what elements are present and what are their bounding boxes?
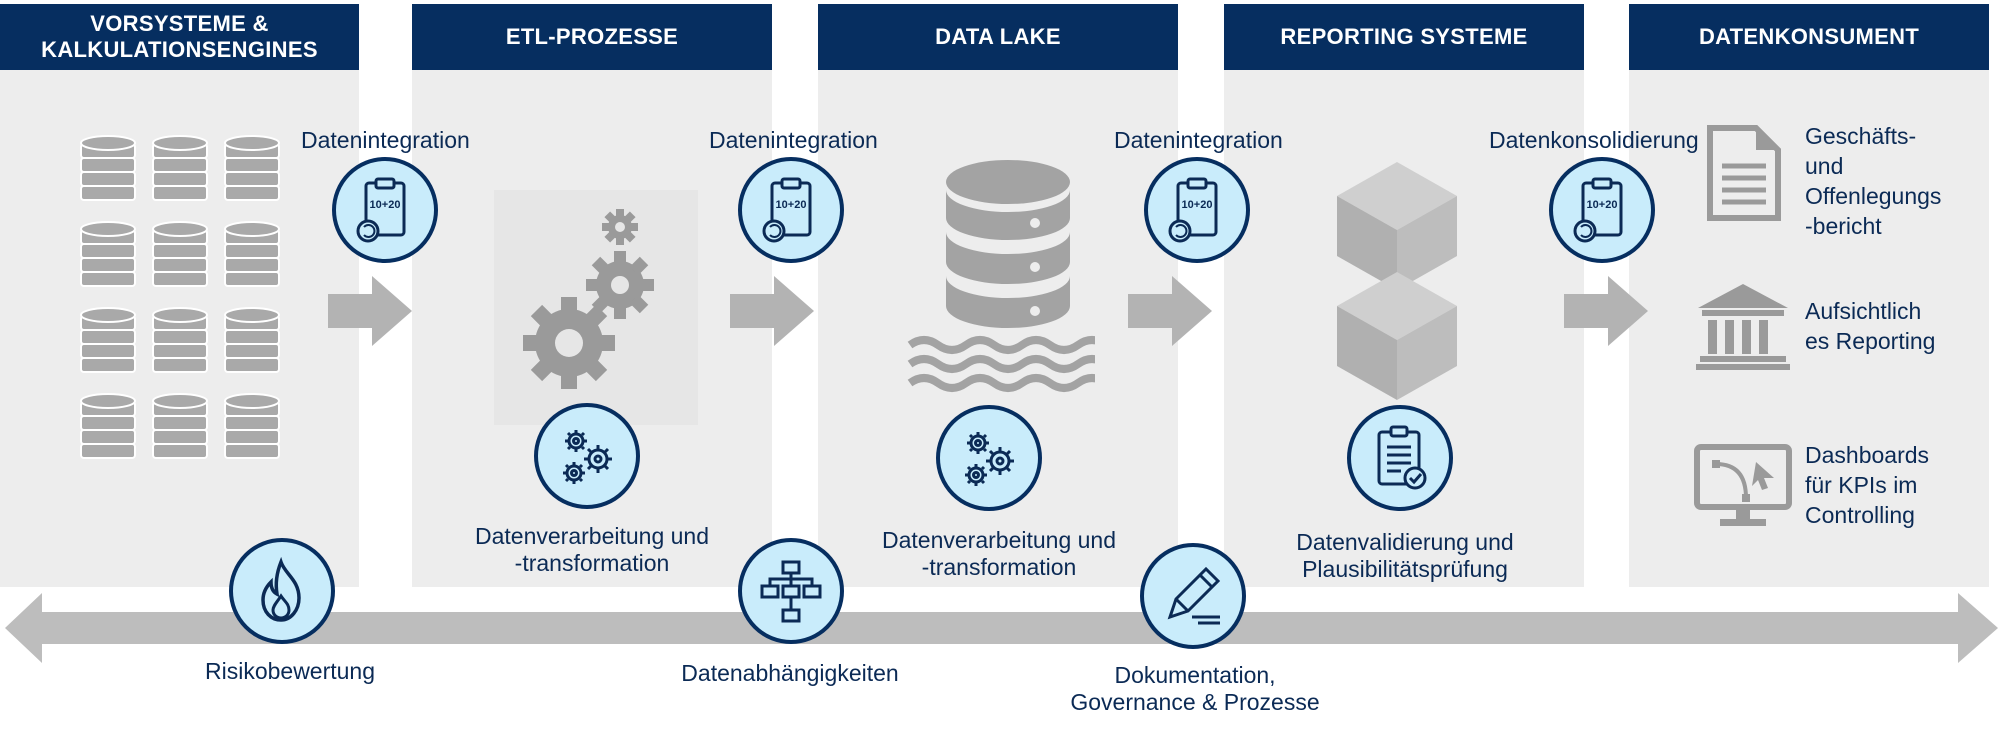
stage-header-reporting: REPORTING SYSTEME <box>1224 4 1584 70</box>
flow-arrow-2 <box>730 276 814 346</box>
consumer-line: Offenlegungs <box>1805 183 1942 209</box>
stage-header-datalake: DATA LAKE <box>818 4 1178 70</box>
risk-label: Risikobewertung <box>204 658 376 684</box>
clipboard-calculation-icon: 10+20 <box>1168 177 1218 243</box>
integration-circle-1: 10+20 <box>332 157 438 263</box>
gears-icon <box>523 209 654 389</box>
consumer-label-dashboards: Dashboards für KPIs im Controlling <box>1805 440 1975 530</box>
consumer-label-regulatory: Aufsichtlich es Reporting <box>1805 296 1975 356</box>
stage-header-source: VORSYSTEME & KALKULATIONSENGINES <box>0 4 359 70</box>
consumer-line: -bericht <box>1805 213 1882 239</box>
dependencies-circle <box>738 538 844 644</box>
consumer-line: es Reporting <box>1805 328 1936 354</box>
documentation-line2: Governance & Prozesse <box>1070 689 1320 715</box>
consumer-label-report: Geschäfts- und Offenlegungs -bericht <box>1805 121 1975 241</box>
integration-circle-2: 10+20 <box>738 157 844 263</box>
documentation-circle <box>1140 543 1246 649</box>
stage-panel-consumer <box>1629 70 1989 587</box>
icon-text: 10+20 <box>1587 199 1618 211</box>
consumer-line: für KPIs im <box>1805 472 1918 498</box>
processing-label-line2: -transformation <box>514 550 670 576</box>
cogs-icon <box>965 432 1014 486</box>
processing-circle-datalake <box>936 405 1042 511</box>
clipboard-check-icon <box>1377 425 1427 490</box>
stage-header-etl: ETL-PROZESSE <box>412 4 772 70</box>
icon-text: 10+20 <box>370 199 401 211</box>
timeline-double-arrow <box>5 593 1998 663</box>
processing-label-line2: -transformation <box>921 554 1077 580</box>
consumer-line: Aufsichtlich <box>1805 298 1922 324</box>
bank-icon <box>1696 284 1790 370</box>
processing-label-datalake: Datenverarbeitung und -transformation <box>834 527 1164 581</box>
org-chart-icon <box>760 560 822 623</box>
monitor-chart-icon <box>1694 444 1792 526</box>
data-lake-icon <box>907 160 1095 392</box>
processing-circle-etl <box>534 403 640 509</box>
processing-label-line1: Datenvalidierung und <box>1296 529 1514 555</box>
document-icon <box>1707 125 1781 221</box>
documentation-line1: Dokumentation, <box>1114 662 1276 688</box>
pencil-icon <box>1167 566 1221 625</box>
stage-title-line1: VORSYSTEME & <box>90 11 269 36</box>
clipboard-calculation-icon: 10+20 <box>356 177 406 243</box>
processing-label-line1: Datenverarbeitung und <box>475 523 709 549</box>
processing-label-line2: Plausibilitätsprüfung <box>1302 556 1508 582</box>
dependencies-label: Datenabhängigkeiten <box>681 660 899 686</box>
clipboard-calculation-icon: 10+20 <box>1573 177 1623 243</box>
flow-label-integration-2: Datenintegration <box>709 127 878 153</box>
processing-label-reporting: Datenvalidierung und Plausibilitätsprüfu… <box>1240 529 1570 583</box>
cubes-icon <box>1337 162 1457 400</box>
flame-icon <box>261 556 301 622</box>
documentation-label: Dokumentation, Governance & Prozesse <box>1030 662 1360 716</box>
consumer-line: Geschäfts- <box>1805 123 1917 149</box>
icon-text: 10+20 <box>1182 199 1213 211</box>
stage-header-consumer: DATENKONSUMENT <box>1629 4 1989 70</box>
validation-circle <box>1347 405 1453 511</box>
processing-label-etl: Datenverarbeitung und -transformation <box>432 523 752 577</box>
risk-circle <box>229 538 335 644</box>
icon-text: 10+20 <box>776 199 807 211</box>
flow-label-integration-1: Datenintegration <box>301 127 470 153</box>
cogs-icon <box>563 430 612 484</box>
flow-arrow-3 <box>1128 276 1212 346</box>
consumer-line: und <box>1805 153 1844 179</box>
processing-label-line1: Datenverarbeitung und <box>882 527 1116 553</box>
integration-circle-3: 10+20 <box>1144 157 1250 263</box>
flow-arrow-1 <box>328 276 412 346</box>
flow-label-integration-3: Datenintegration <box>1114 127 1283 153</box>
consolidation-circle: 10+20 <box>1549 157 1655 263</box>
consumer-line: Dashboards <box>1805 442 1930 468</box>
flow-arrow-4 <box>1564 276 1648 346</box>
flow-label-consolidation: Datenkonsolidierung <box>1489 127 1699 153</box>
database-cluster-icon <box>80 135 280 459</box>
stage-title-line2: KALKULATIONSENGINES <box>41 37 318 62</box>
clipboard-calculation-icon: 10+20 <box>762 177 812 243</box>
consumer-line: Controlling <box>1805 502 1915 528</box>
